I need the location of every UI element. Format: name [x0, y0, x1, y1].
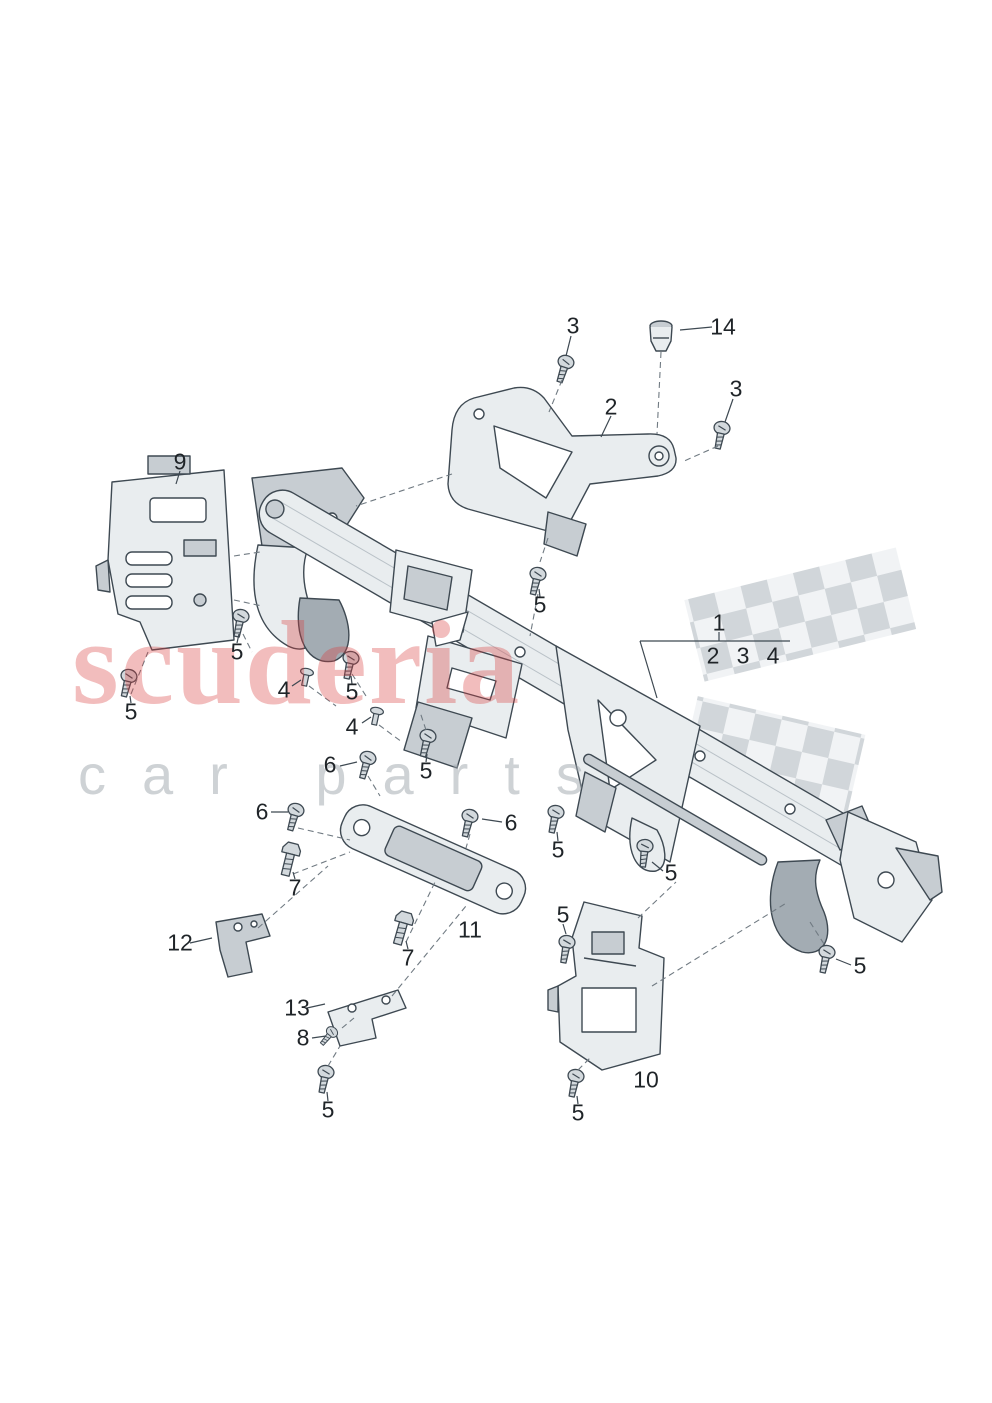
- bracket-part13: [327, 989, 407, 1047]
- callout-leader-lines: [129, 326, 852, 1105]
- watermark-brand-text: scuderia: [72, 596, 521, 729]
- plug-part14: [649, 320, 673, 352]
- bracket-part11: [339, 804, 527, 915]
- brand-watermark: scuderia car parts: [72, 596, 620, 806]
- bracket-part12: [215, 913, 271, 978]
- bracket-part2: [447, 386, 677, 557]
- bracket-part10: [547, 901, 665, 1071]
- watermark-subtitle-text: car parts: [78, 743, 620, 806]
- assembly-dashed-lines: [130, 351, 825, 1071]
- bracket-part9: [95, 455, 235, 651]
